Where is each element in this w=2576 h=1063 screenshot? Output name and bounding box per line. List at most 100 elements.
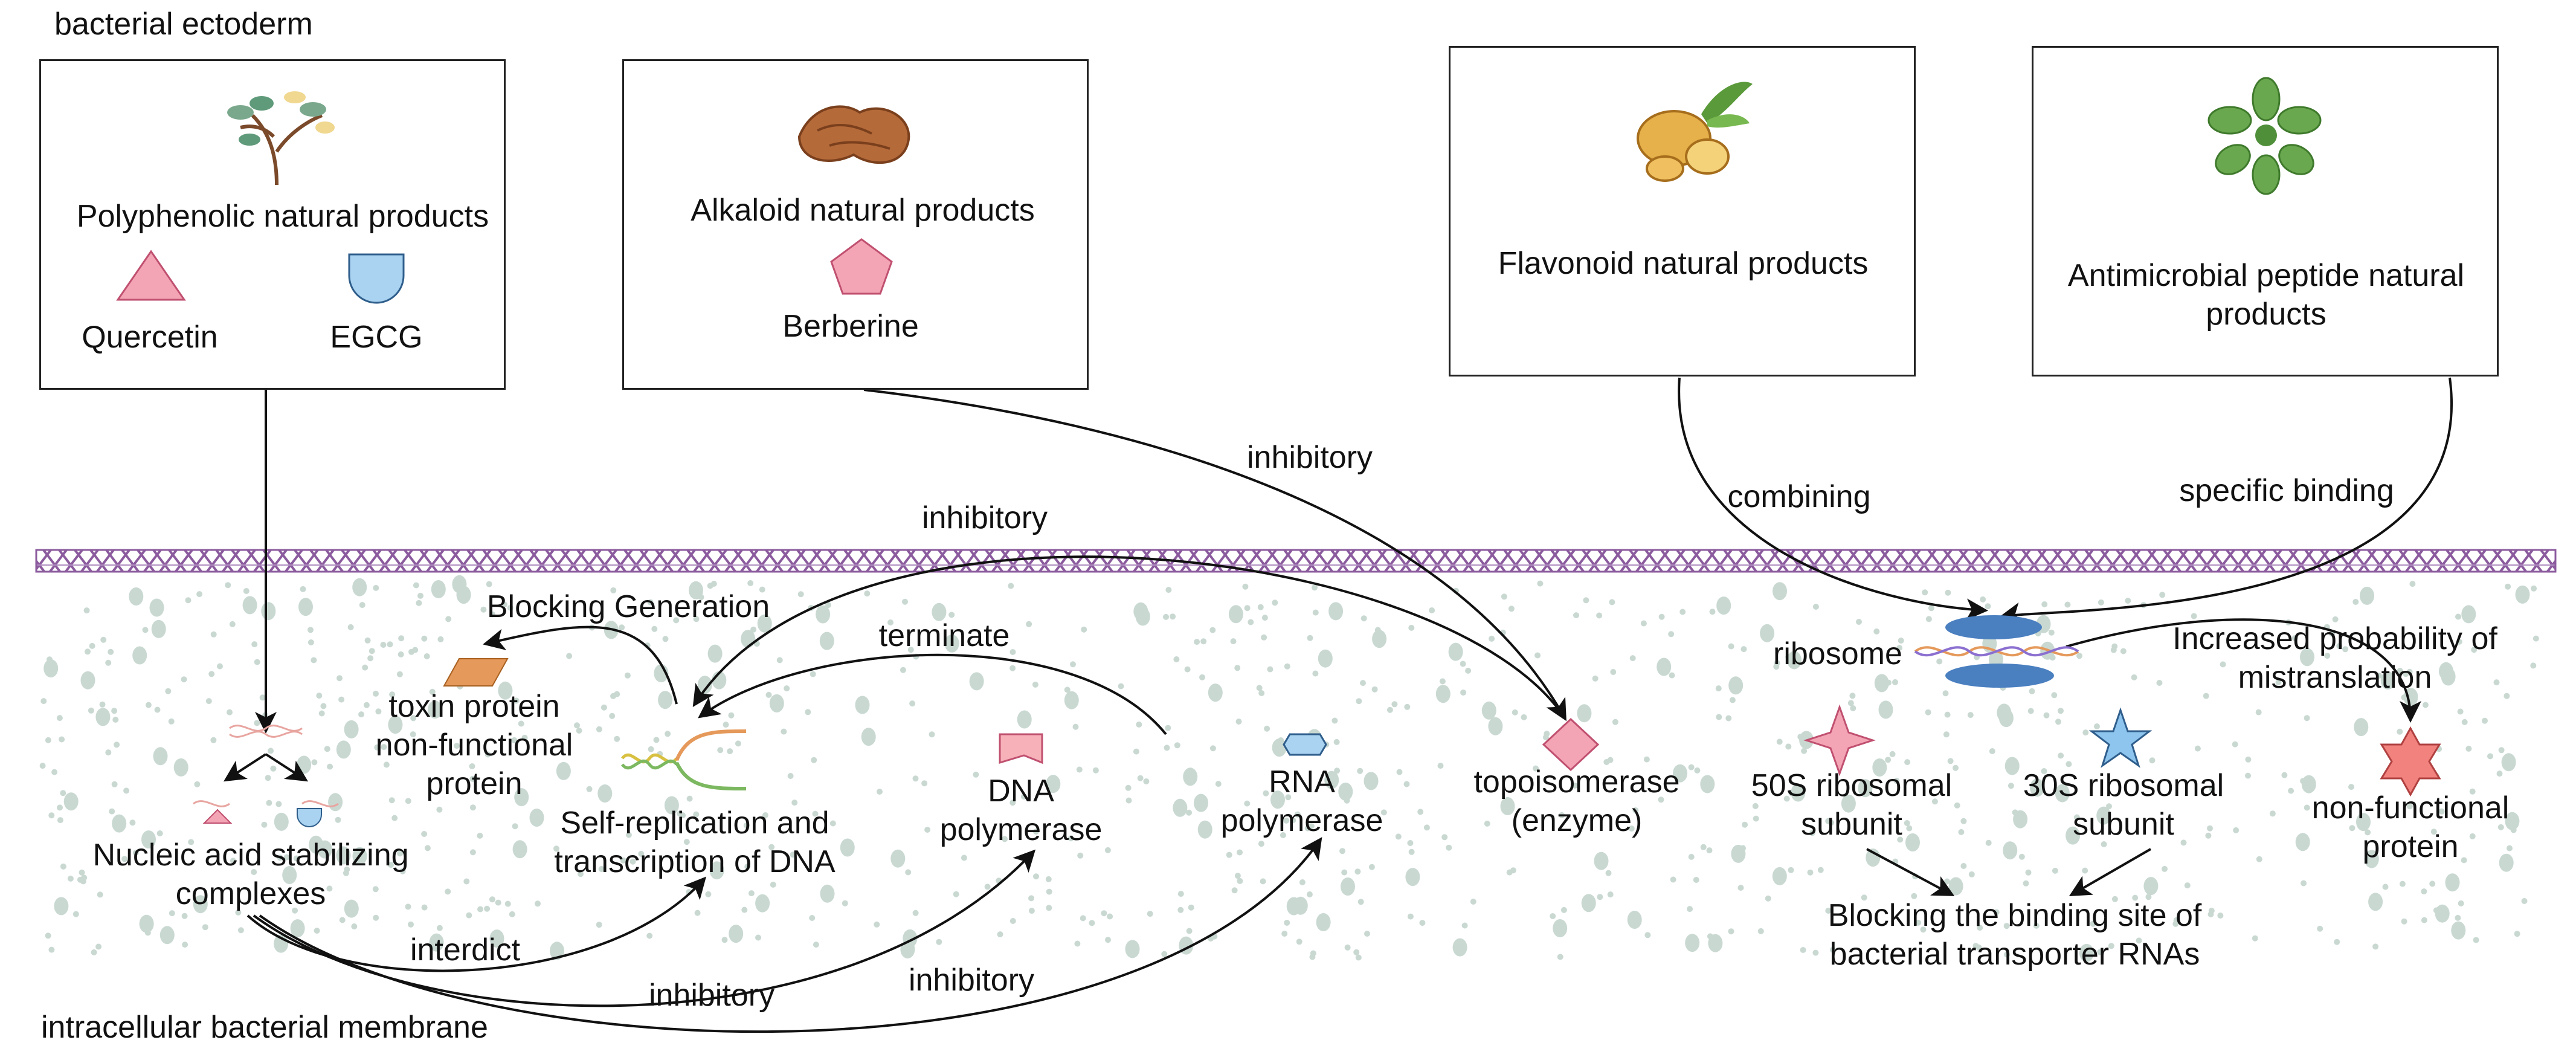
cytoplasm-dot <box>512 840 527 859</box>
toxin-label: toxin protein non-functional protein <box>375 689 573 801</box>
cytoplasm-dot <box>2066 761 2072 767</box>
cytoplasm-dot <box>67 875 74 882</box>
cytoplasm-dot <box>1607 891 1614 898</box>
cytoplasm-dot <box>2232 741 2238 748</box>
cytoplasm-dot <box>2058 752 2064 759</box>
cytoplasm-dot <box>1610 669 1617 675</box>
cytoplasm-dot <box>1353 949 1360 955</box>
cytoplasm-dot <box>335 816 341 823</box>
cytoplasm-dot <box>840 838 855 857</box>
cytoplasm-dot <box>1237 849 1243 856</box>
cytoplasm-dot <box>2510 827 2517 833</box>
cytoplasm-dot <box>1331 717 1338 724</box>
box-antimicrobial: Antimicrobial peptide natural products <box>2032 46 2499 376</box>
cytoplasm-dot <box>1489 635 1495 642</box>
cytoplasm-dot <box>1693 877 1699 883</box>
cytoplasm-dot <box>227 709 233 716</box>
cytoplasm-dot <box>1688 764 1695 771</box>
box-alkaloid: Alkaloid natural products Berberine <box>622 59 1089 390</box>
cytoplasm-dot <box>282 866 297 884</box>
cytoplasm-dot <box>2191 613 2197 619</box>
cytoplasm-dot <box>1980 596 1986 603</box>
cytoplasm-dot <box>890 849 906 868</box>
cytoplasm-dot <box>1165 725 1171 731</box>
cytoplasm-dot <box>2281 772 2288 778</box>
bacterial-membrane <box>35 549 2557 573</box>
rna-polymerase-icon <box>1283 733 1327 756</box>
cytoplasm-dot <box>762 812 768 818</box>
cytoplasm-dot <box>1975 944 1982 951</box>
nonfunctional-protein-label: non-functional protein <box>2311 790 2510 864</box>
plant-icon <box>227 91 335 186</box>
cytoplasm-dot <box>372 886 379 893</box>
cytoplasm-dot <box>1248 619 1254 625</box>
cytoplasm-dot <box>1669 672 1675 679</box>
cytoplasm-dot <box>445 616 452 622</box>
cytoplasm-dot <box>1856 619 1862 625</box>
cytoplasm-dot <box>436 925 443 931</box>
cytoplasm-dot <box>1242 583 1249 590</box>
cytoplasm-dot <box>2441 667 2456 686</box>
cytoplasm-dot <box>2003 841 2018 860</box>
cytoplasm-dot <box>1304 825 1311 832</box>
cytoplasm-dot <box>2435 904 2450 923</box>
cytoplasm-dot <box>1920 926 1927 933</box>
cytoplasm-dot <box>1008 583 1014 589</box>
cytoplasm-dot <box>1605 870 1612 876</box>
cytoplasm-dot <box>705 891 712 897</box>
cytoplasm-dot <box>380 642 387 648</box>
cytoplasm-dot <box>717 747 724 754</box>
cytoplasm-dot <box>421 635 428 642</box>
cytoplasm-dot <box>375 708 382 715</box>
cytoplasm-dot <box>624 672 631 679</box>
cytoplasm-dot <box>932 603 947 621</box>
cytoplasm-dot <box>1404 703 1411 710</box>
cytoplasm-dot <box>2076 653 2082 659</box>
cytoplasm-dot <box>421 904 428 911</box>
cytoplasm-dot <box>486 581 492 587</box>
cytoplasm-dot <box>397 850 404 857</box>
cytoplasm-dot <box>1861 894 1867 901</box>
inhibitory-dna-pol-label: inhibitory <box>648 978 775 1013</box>
ribosome-icon <box>1914 615 2079 688</box>
cytoplasm-dot <box>1125 797 1132 804</box>
cytoplasm-dot <box>721 937 728 943</box>
cytoplasm-dot <box>2051 692 2058 699</box>
cytoplasm-dot <box>2317 925 2323 932</box>
cytoplasm-dot <box>79 869 85 876</box>
cytoplasm-dot <box>553 845 559 852</box>
cytoplasm-dot <box>316 693 323 699</box>
cytoplasm-dot <box>2023 880 2029 887</box>
cytoplasm-dot <box>177 767 184 774</box>
cytoplasm-dot <box>1009 800 1016 806</box>
cytoplasm-dot <box>352 578 367 596</box>
cytoplasm-dot <box>1296 939 1302 945</box>
cytoplasm-dot <box>1333 738 1340 745</box>
cytoplasm-dot <box>2521 898 2528 904</box>
cytoplasm-dot <box>1234 665 1241 671</box>
cytoplasm-dot <box>112 814 127 833</box>
cytoplasm-dot <box>514 788 529 807</box>
cytoplasm-dot <box>2255 709 2262 716</box>
cytoplasm-dot <box>1344 944 1351 951</box>
cytoplasm-dot <box>1173 656 1180 662</box>
cytoplasm-dot <box>405 798 411 804</box>
cytoplasm-dot <box>373 584 379 591</box>
cytoplasm-dot <box>1953 764 1959 771</box>
cytoplasm-dot <box>1278 737 1284 743</box>
cytoplasm-dot <box>2406 803 2413 810</box>
30s-subunit-label: 30S ribosomal subunit <box>2023 768 2224 842</box>
cytoplasm-dot <box>1174 742 1180 749</box>
cytoplasm-dot <box>2145 894 2152 900</box>
dna-replication-label: Self-replication and transcription of DN… <box>554 806 836 879</box>
cytoplasm-dot <box>1898 638 1904 644</box>
cytoplasm-dot <box>507 604 514 611</box>
cytoplasm-dot <box>509 911 515 917</box>
cytoplasm-dot <box>1925 616 1932 622</box>
cytoplasm-dot <box>268 748 274 754</box>
cytoplasm-dot <box>1272 599 1278 606</box>
cytoplasm-dot <box>829 820 836 827</box>
cytoplasm-dot <box>489 611 495 618</box>
cytoplasm-dot <box>2217 913 2224 919</box>
cytoplasm-dot <box>787 773 794 779</box>
